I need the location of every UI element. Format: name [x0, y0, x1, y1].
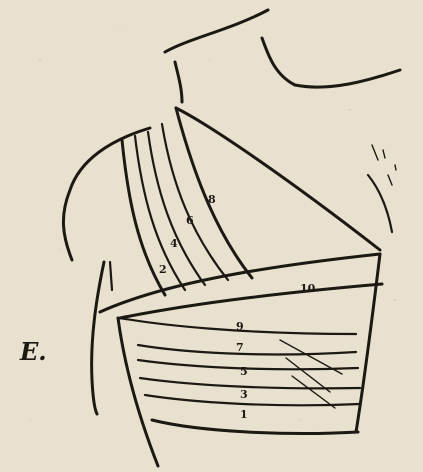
turn-number-4: 4 [170, 237, 178, 250]
crossing-diagonal-c [292, 376, 335, 408]
armpit-line [110, 262, 112, 290]
spica-turn-6 [162, 124, 228, 280]
figure-letter: E. [20, 337, 47, 366]
turn-number-5: 5 [240, 365, 248, 378]
turn-number-2: 2 [159, 263, 167, 276]
turn-10-lower-edge [120, 284, 382, 318]
spica-turn-4 [148, 132, 205, 285]
left-arm-outline [92, 262, 104, 414]
turn-number-7: 7 [236, 341, 244, 354]
neck-right-line [262, 38, 295, 85]
right-chest-marks [372, 145, 396, 185]
torso-right-side [356, 254, 380, 432]
right-chest-curve [368, 175, 392, 232]
circular-turn-bottom [152, 420, 358, 434]
paper-texture [29, 29, 396, 421]
torso-left-side [118, 318, 158, 466]
neck-left-line [165, 10, 268, 52]
turn-number-8: 8 [208, 193, 216, 206]
turn-number-10: 10 [300, 282, 316, 295]
turn-number-6: 6 [186, 214, 194, 227]
circular-turn-1 [145, 395, 360, 405]
turn-number-9: 9 [236, 320, 244, 333]
turn-number-1: 1 [240, 408, 248, 421]
neck-collar-line [175, 62, 182, 102]
spica-top-edge [176, 108, 380, 250]
right-shoulder-line [295, 70, 400, 87]
turn-number-3: 3 [240, 388, 248, 401]
circular-turn-7 [138, 345, 356, 354]
circular-turn-3 [140, 378, 360, 388]
